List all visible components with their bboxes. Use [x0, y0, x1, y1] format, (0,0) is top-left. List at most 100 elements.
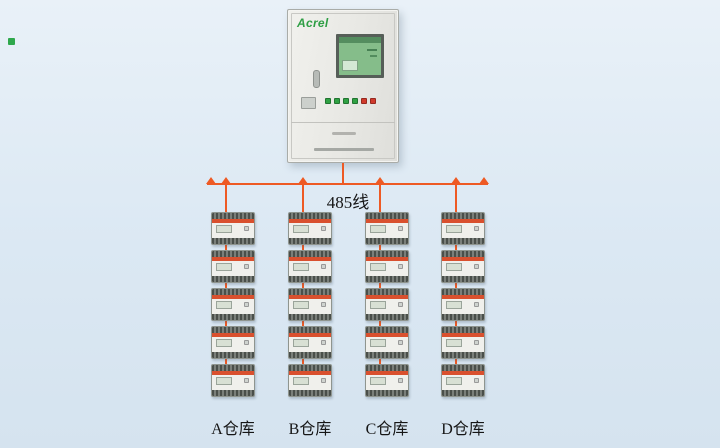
meter-display [446, 339, 462, 347]
meter-brand-band [289, 219, 331, 223]
meter-display [370, 225, 386, 233]
meter-face [366, 223, 408, 238]
terminal-strip-bottom [212, 390, 254, 396]
meter-face [366, 261, 408, 276]
door-groove [332, 132, 356, 135]
terminal-strip-bottom [289, 238, 331, 244]
meter-face [212, 299, 254, 314]
meter-brand-band [289, 295, 331, 299]
terminal-strip-top [366, 365, 408, 371]
energy-meter [288, 364, 332, 397]
meter-display [216, 377, 232, 385]
energy-meter [211, 288, 255, 321]
energy-meter [441, 288, 485, 321]
terminal-strip-bottom [212, 352, 254, 358]
meter-face [289, 299, 331, 314]
bus-end-arrow-icon [206, 177, 216, 184]
meter-button [321, 378, 326, 383]
meter-brand-band [212, 295, 254, 299]
junction-arrow-icon [375, 177, 385, 184]
meter-face [442, 299, 484, 314]
panel-button [334, 98, 340, 104]
meter-brand-band [289, 257, 331, 261]
terminal-strip-top [366, 213, 408, 219]
energy-meter [211, 364, 255, 397]
meter-brand-band [212, 333, 254, 337]
meter-brand-band [442, 257, 484, 261]
meter-face [366, 299, 408, 314]
terminal-strip-bottom [289, 352, 331, 358]
terminal-strip-top [212, 365, 254, 371]
terminal-strip-top [212, 251, 254, 257]
energy-meter [365, 288, 409, 321]
device-stack [211, 212, 255, 397]
meter-display [370, 377, 386, 385]
panel-button [370, 98, 376, 104]
meter-display [446, 301, 462, 309]
terminal-strip-bottom [212, 276, 254, 282]
cabinet-display-screen [336, 34, 384, 78]
meter-button [474, 378, 479, 383]
meter-display [216, 225, 232, 233]
meter-display [293, 263, 309, 271]
terminal-strip-top [366, 289, 408, 295]
meter-brand-band [212, 257, 254, 261]
bus-end-arrow-icon [479, 177, 489, 184]
meter-brand-band [442, 295, 484, 299]
energy-meter [288, 250, 332, 283]
junction-arrow-icon [298, 177, 308, 184]
terminal-strip-top [289, 213, 331, 219]
terminal-strip-top [212, 327, 254, 333]
meter-display [446, 263, 462, 271]
terminal-strip-top [442, 289, 484, 295]
meter-button [321, 302, 326, 307]
terminal-strip-bottom [366, 276, 408, 282]
meter-display [293, 339, 309, 347]
energy-meter [211, 212, 255, 245]
terminal-strip-bottom [442, 352, 484, 358]
panel-button [343, 98, 349, 104]
energy-meter [365, 364, 409, 397]
screen-content-line [367, 49, 377, 51]
cabinet-caption-line [314, 148, 374, 151]
terminal-strip-top [289, 289, 331, 295]
meter-face [442, 375, 484, 390]
meter-face [289, 375, 331, 390]
meter-button [244, 226, 249, 231]
meter-button [474, 264, 479, 269]
brand-logo: Acrel [297, 16, 329, 30]
energy-meter [211, 326, 255, 359]
warehouse-column-d: D仓库 [441, 177, 485, 445]
meter-button [474, 226, 479, 231]
meter-button [244, 264, 249, 269]
meter-button [398, 264, 403, 269]
warehouse-column-b: B仓库 [288, 177, 332, 445]
warehouse-label: A仓库 [211, 421, 255, 438]
meter-display [216, 339, 232, 347]
keypad [301, 97, 316, 109]
meter-face [289, 337, 331, 352]
terminal-strip-top [366, 327, 408, 333]
meter-button [474, 302, 479, 307]
meter-button [321, 264, 326, 269]
meter-brand-band [212, 371, 254, 375]
panel-button [361, 98, 367, 104]
meter-display [370, 339, 386, 347]
energy-meter [441, 364, 485, 397]
energy-meter [211, 250, 255, 283]
terminal-strip-top [442, 327, 484, 333]
meter-brand-band [366, 333, 408, 337]
terminal-strip-bottom [442, 314, 484, 320]
terminal-strip-top [289, 327, 331, 333]
meter-face [289, 223, 331, 238]
meter-button [244, 302, 249, 307]
warehouse-label: D仓库 [441, 421, 485, 438]
energy-meter [365, 250, 409, 283]
device-stack [288, 212, 332, 397]
monitoring-cabinet: Acrel [287, 9, 399, 163]
cabinet-door [291, 13, 395, 159]
meter-display [446, 225, 462, 233]
terminal-strip-top [289, 365, 331, 371]
meter-button [321, 226, 326, 231]
